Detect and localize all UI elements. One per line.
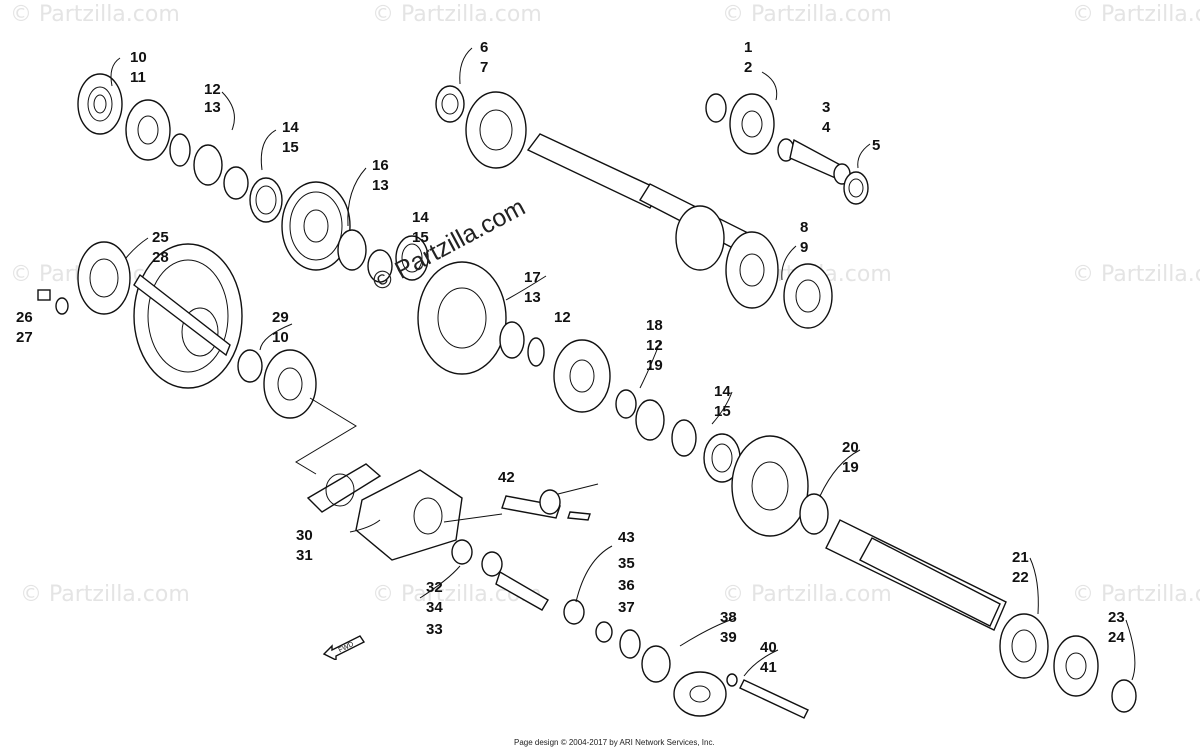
washer-12-13 xyxy=(169,133,223,186)
bearing-22 xyxy=(999,613,1049,679)
callout-label: 36 xyxy=(618,577,635,594)
callout-label: 33 xyxy=(426,621,443,638)
bearing-10-lower xyxy=(263,349,317,419)
callout-label: 43 xyxy=(618,529,635,546)
callout-label: 28 xyxy=(152,249,169,266)
callout-label: 37 xyxy=(618,599,635,616)
ring-5 xyxy=(843,171,869,205)
seal-32-34 xyxy=(451,539,503,577)
callout-label: 5 xyxy=(872,137,880,154)
coupler-18 xyxy=(553,339,611,413)
callout-label: 9 xyxy=(800,239,808,256)
coupler-11 xyxy=(125,99,171,161)
bolt-40-41 xyxy=(726,673,809,719)
callout-label: 27 xyxy=(16,329,33,346)
callout-label: 3 xyxy=(822,99,830,116)
callout-label: 15 xyxy=(714,403,731,420)
callout-label: 16 xyxy=(372,157,389,174)
housing-31 xyxy=(355,469,463,561)
gear-28 xyxy=(133,243,243,389)
callout-label: 39 xyxy=(720,629,737,646)
callout-label: 24 xyxy=(1108,629,1125,646)
ring-1 xyxy=(705,93,727,123)
callout-label: 12 xyxy=(554,309,571,326)
callout-labels: 10 11 12 13 14 15 16 13 14 15 6 7 1 2 3 … xyxy=(16,39,1125,676)
callout-label: 17 xyxy=(524,269,541,286)
shaft-top xyxy=(526,133,779,309)
gear-16 xyxy=(281,181,351,271)
washer-13-mid xyxy=(337,229,367,271)
callout-label: 19 xyxy=(842,459,859,476)
bearing-9 xyxy=(783,263,833,329)
bearing-10-11 xyxy=(77,73,123,135)
ring-29 xyxy=(237,349,263,383)
callout-label: 23 xyxy=(1108,609,1125,626)
callout-label: 11 xyxy=(130,69,146,86)
callout-label: 34 xyxy=(426,599,443,616)
callout-label: 14 xyxy=(714,383,731,400)
bolt-26-27 xyxy=(37,289,69,315)
callout-label: 35 xyxy=(618,555,635,572)
callout-label: 10 xyxy=(130,49,147,66)
callout-label: 8 xyxy=(800,219,808,236)
page-footer: Page design © 2004-2017 by ARI Network S… xyxy=(514,738,715,747)
callout-label: 14 xyxy=(282,119,299,136)
washer-19-low xyxy=(799,493,829,535)
callout-label: 26 xyxy=(16,309,33,326)
callout-label: 41 xyxy=(760,659,777,676)
callout-label: 38 xyxy=(720,609,737,626)
forward-arrow-icon: FWD xyxy=(322,634,366,665)
oring-38-39 xyxy=(641,645,727,717)
gear-33 xyxy=(495,570,585,625)
callout-label: 15 xyxy=(282,139,299,156)
callout-label: 15 xyxy=(412,229,429,246)
shaft-21-22 xyxy=(825,519,1007,631)
callout-label: 21 xyxy=(1012,549,1029,566)
callout-label: 12 xyxy=(204,81,221,98)
callout-label: 30 xyxy=(296,527,313,544)
callout-label: 42 xyxy=(498,469,515,486)
callout-label: 1 xyxy=(744,39,752,56)
sensor-42 xyxy=(501,483,599,519)
callout-label: 29 xyxy=(272,309,289,326)
callout-label: 10 xyxy=(272,329,289,346)
callout-label: 6 xyxy=(480,39,488,56)
callout-label: 7 xyxy=(480,59,488,76)
seal-6 xyxy=(435,85,465,123)
bushing-14-15 xyxy=(223,166,283,223)
bearing-25 xyxy=(77,241,131,315)
callout-label: 18 xyxy=(646,317,663,334)
direction-label: FWD xyxy=(338,641,355,654)
callout-label: 20 xyxy=(842,439,859,456)
bushing-14-15-low xyxy=(671,419,741,483)
callout-label: 13 xyxy=(372,177,389,194)
gear-17 xyxy=(417,261,507,375)
bearing-7 xyxy=(465,91,527,169)
callout-label: 31 xyxy=(296,547,313,564)
callout-label: 40 xyxy=(760,639,777,656)
gasket-30 xyxy=(306,463,382,513)
callout-label: 32 xyxy=(426,579,443,596)
bushing-3-4 xyxy=(777,138,851,185)
screw-43 xyxy=(567,511,591,521)
callout-label: 2 xyxy=(744,59,752,76)
gear-23 xyxy=(1053,635,1099,697)
washer-36-37 xyxy=(595,621,641,659)
washer-12-19 xyxy=(615,389,665,441)
callout-label: 14 xyxy=(412,209,429,226)
ring-24 xyxy=(1111,679,1137,713)
callout-label: 4 xyxy=(822,119,831,136)
callout-label: 13 xyxy=(204,99,221,116)
callout-label: 19 xyxy=(646,357,663,374)
callout-label: 22 xyxy=(1012,569,1029,586)
gear-2 xyxy=(729,93,775,155)
gear-20 xyxy=(731,435,809,537)
leader-lines xyxy=(110,47,1136,681)
callout-label: 13 xyxy=(524,289,541,306)
callout-label: 25 xyxy=(152,229,169,246)
bushing-14-15-mid xyxy=(367,235,429,283)
washer-13-12 xyxy=(499,321,545,367)
callout-label: 12 xyxy=(646,337,663,354)
